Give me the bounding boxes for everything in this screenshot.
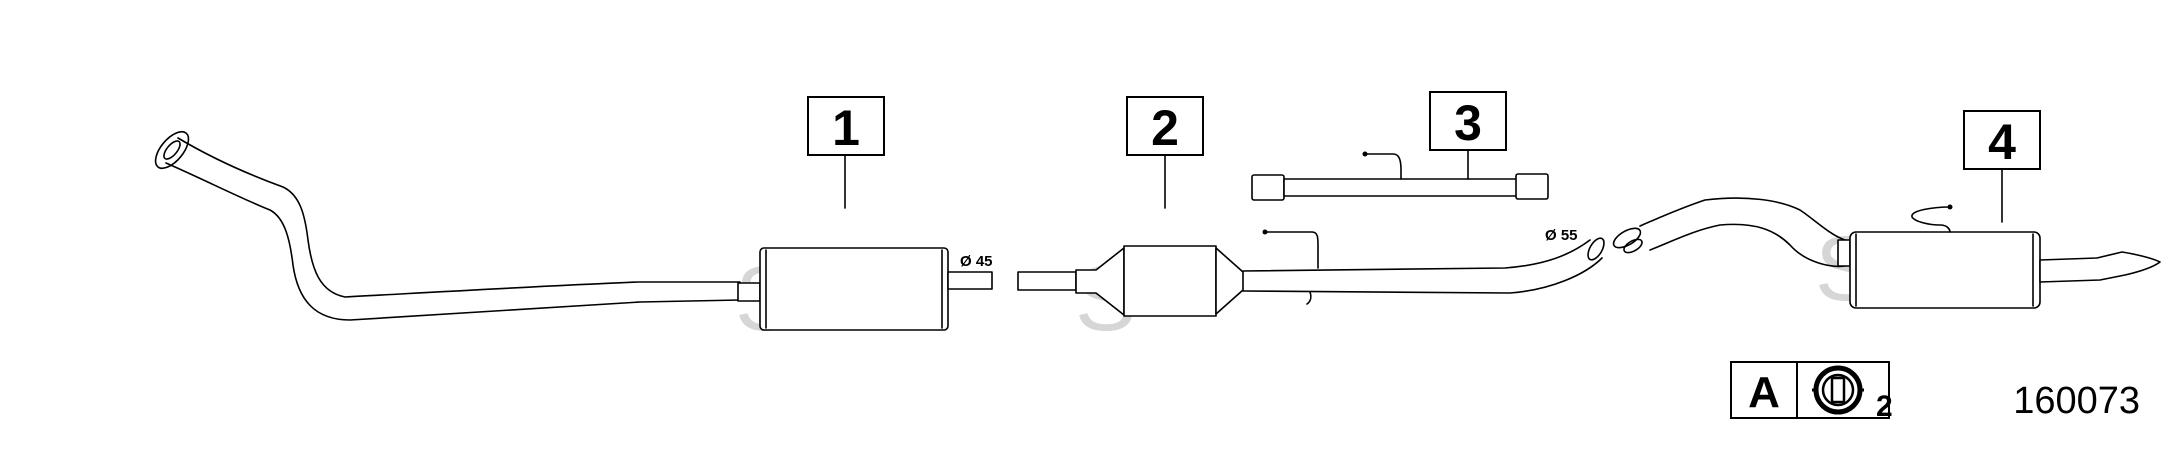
part-2-catalytic-converter (1017, 154, 1605, 317)
rubber-hanger-icon (1812, 365, 1864, 415)
part-4-number: 4 (1988, 114, 2016, 170)
hanger-legend: A 2 (1730, 361, 1893, 423)
part-3-intermediate-pipe (1251, 149, 1549, 201)
part-1-number: 1 (832, 100, 860, 156)
hanger-legend-letter: A (1748, 368, 1780, 417)
hanger-count: 2 (1876, 390, 1893, 423)
part-2-number: 2 (1151, 100, 1179, 156)
diameter-55-label: Ø 55 (1545, 227, 1578, 244)
reference-number: 160073 (2013, 380, 2140, 422)
part-4-rear-silencer (1612, 169, 2161, 309)
part-1-callout: 1 (807, 96, 885, 156)
part-2-callout: 2 (1126, 96, 1204, 156)
part-4-callout: 4 (1963, 110, 2041, 170)
part-3-number: 3 (1454, 95, 1482, 151)
part-3-callout: 3 (1429, 91, 1507, 151)
diameter-45-label: Ø 45 (960, 253, 993, 270)
part-1-front-pipe-silencer (154, 130, 993, 331)
